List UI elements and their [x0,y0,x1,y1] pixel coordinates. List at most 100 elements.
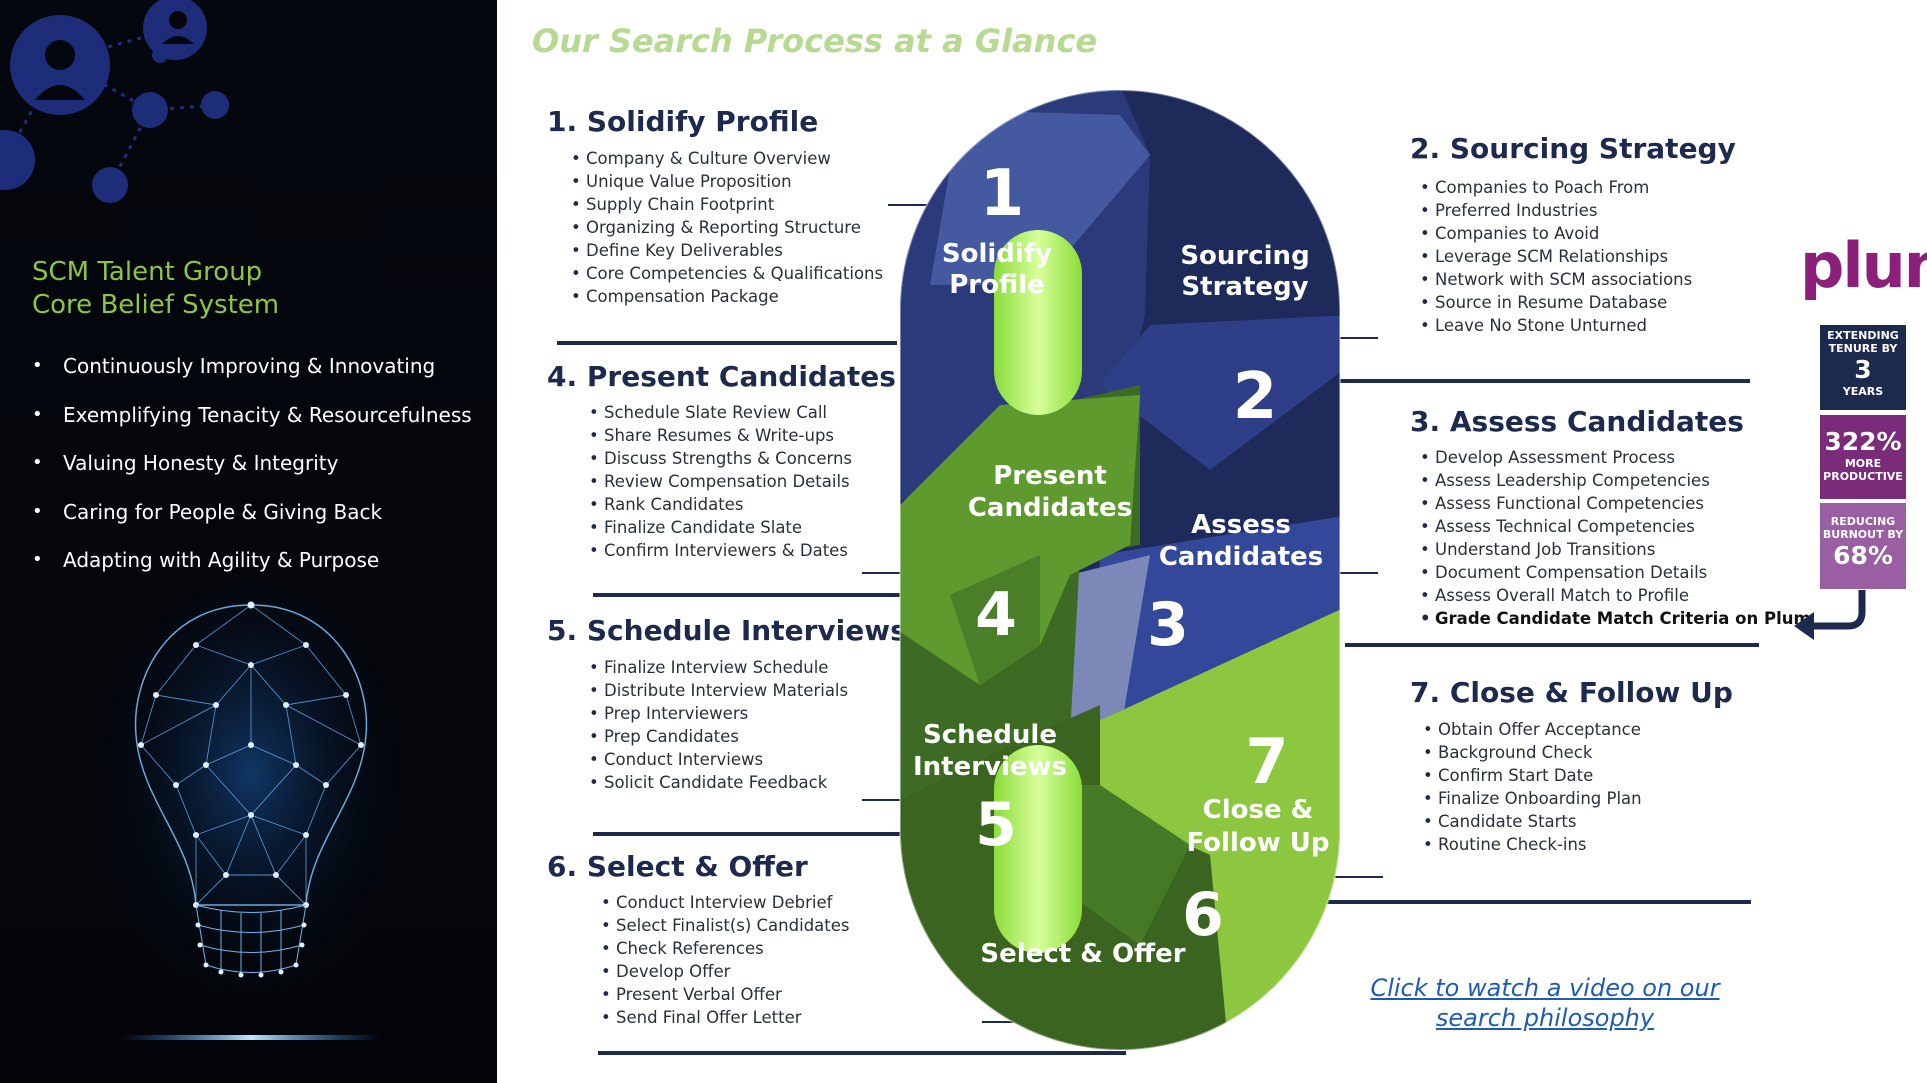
people-network-graphic [0,0,229,203]
belief-item: Valuing Honesty & Integrity [32,447,472,496]
list-item: Finalize Onboarding Plan [1423,787,1733,810]
center-connector-bottom [994,745,1082,953]
tenure-value: 3 [1854,355,1872,384]
list-item: Present Verbal Offer [601,983,850,1006]
step-label: Select & Offer [980,939,1185,969]
divider [1325,900,1751,904]
step-label: Candidates [968,493,1132,523]
divider [1345,643,1759,647]
list-item: Send Final Offer Letter [601,1006,850,1029]
connector-line [1340,337,1378,339]
section-select-offer: 6. Select & Offer Conduct Interview Debr… [547,850,850,1029]
page-title: Our Search Process at a Glance [532,22,1098,60]
list-item: Understand Job Transitions [1420,538,1811,561]
list-item: Confirm Start Date [1423,764,1733,787]
section-schedule-interviews: 5. Schedule Interviews Finalize Intervie… [547,614,907,794]
plum-grading-item: Grade Candidate Match Criteria on Plum [1420,607,1811,630]
list-item: Core Competencies & Qualifications [571,262,883,285]
plum-logo: plum [1800,229,1927,302]
step-number: 4 [975,580,1017,650]
section-title: 7. Close & Follow Up [1410,676,1733,709]
step-number: 6 [1182,880,1224,950]
list-item: Supply Chain Footprint [571,193,883,216]
list-item: Schedule Slate Review Call [589,401,896,424]
belief-title-line2: Core Belief System [32,290,280,320]
step-number: 7 [1245,725,1288,798]
belief-title-line1: SCM Talent Group [32,257,263,287]
search-process-diagram: 1 2 3 4 5 6 7 Solidify Profile Sourcing … [899,89,1341,1051]
step-3-shadow [1060,555,1150,735]
list-item: Assess Overall Match to Profile [1420,584,1811,607]
list-item: Select Finalist(s) Candidates [601,914,850,937]
section-list: Develop Assessment Process Assess Leader… [1420,446,1811,630]
section-close-follow-up: 7. Close & Follow Up Obtain Offer Accept… [1410,676,1733,856]
step-number: 5 [975,790,1017,860]
list-item: Network with SCM associations [1420,268,1736,291]
list-item: Confirm Interviewers & Dates [589,539,896,562]
section-list: Conduct Interview Debrief Select Finalis… [601,891,850,1029]
list-item: Prep Interviewers [589,702,907,725]
belief-panel: SCM Talent Group Core Belief System Cont… [0,0,497,1083]
step-label: Present [993,461,1107,491]
list-item: Finalize Candidate Slate [589,516,896,539]
step-label: Interviews [913,752,1067,782]
section-list: Finalize Interview Schedule Distribute I… [589,656,907,794]
step-label: Schedule [923,720,1057,750]
watch-video-link[interactable]: Click to watch a video on our search phi… [1330,973,1760,1033]
section-title: 5. Schedule Interviews [547,614,907,647]
list-item: Discuss Strengths & Concerns [589,447,896,470]
belief-item: Caring for People & Giving Back [32,496,472,545]
burnout-stat-box: REDUCING BURNOUT BY 68% [1820,503,1906,589]
list-item: Solicit Candidate Feedback [589,771,907,794]
belief-item: Exemplifying Tenacity & Resourcefulness [32,399,472,448]
step-number: 1 [980,157,1025,231]
section-present-candidates: 4. Present Candidates Schedule Slate Rev… [547,360,896,562]
step-label: Assess [1191,510,1291,540]
list-item: Conduct Interview Debrief [601,891,850,914]
list-item: Companies to Avoid [1420,222,1736,245]
belief-list: Continuously Improving & Innovating Exem… [32,350,472,593]
productivity-value: 322% [1824,427,1902,456]
tenure-label-top: EXTENDING TENURE BY [1827,329,1899,355]
list-item: Preferred Industries [1420,199,1736,222]
belief-system-title: SCM Talent Group Core Belief System [32,256,279,322]
step-label: Strategy [1181,272,1308,302]
video-link-line2: search philosophy [1435,1004,1655,1032]
list-item: Unique Value Proposition [571,170,883,193]
section-title: 3. Assess Candidates [1410,405,1744,438]
lightbulb-icon [101,585,401,1040]
section-assess-candidates: 3. Assess Candidates Develop Assessment … [1410,405,1811,630]
list-item: Companies to Poach From [1420,176,1736,199]
tenure-label-bottom: YEARS [1842,385,1884,398]
list-item: Obtain Offer Acceptance [1423,718,1733,741]
list-item: Rank Candidates [589,493,896,516]
list-item: Develop Assessment Process [1420,446,1811,469]
list-item: Company & Culture Overview [571,147,883,170]
step-7-segment [1090,605,1340,1050]
step-label: Follow Up [1186,828,1329,858]
burnout-value: 68% [1833,541,1893,570]
divider [593,832,903,836]
divider [598,1051,1126,1055]
belief-item: Continuously Improving & Innovating [32,350,472,399]
list-item: Candidate Starts [1423,810,1733,833]
section-solidify-profile: 1. Solidify Profile Company & Culture Ov… [547,105,883,308]
center-connector-top [994,230,1082,415]
list-item: Leverage SCM Relationships [1420,245,1736,268]
section-title: 6. Select & Offer [547,850,808,883]
list-item: Review Compensation Details [589,470,896,493]
list-item: Organizing & Reporting Structure [571,216,883,239]
connector-line [1335,876,1383,878]
step-label: Sourcing [1180,241,1309,271]
section-title: 2. Sourcing Strategy [1410,132,1736,165]
list-item: Check References [601,937,850,960]
step-label: Profile [949,270,1045,300]
section-sourcing-strategy: 2. Sourcing Strategy Companies to Poach … [1410,132,1736,337]
list-item: Distribute Interview Materials [589,679,907,702]
productivity-label: MORE PRODUCTIVE [1823,457,1903,483]
section-title: 4. Present Candidates [547,360,896,393]
list-item: Source in Resume Database [1420,291,1736,314]
section-list: Companies to Poach From Preferred Indust… [1420,176,1736,337]
connector-line [982,1021,1022,1023]
burnout-label: REDUCING BURNOUT BY [1822,515,1904,541]
